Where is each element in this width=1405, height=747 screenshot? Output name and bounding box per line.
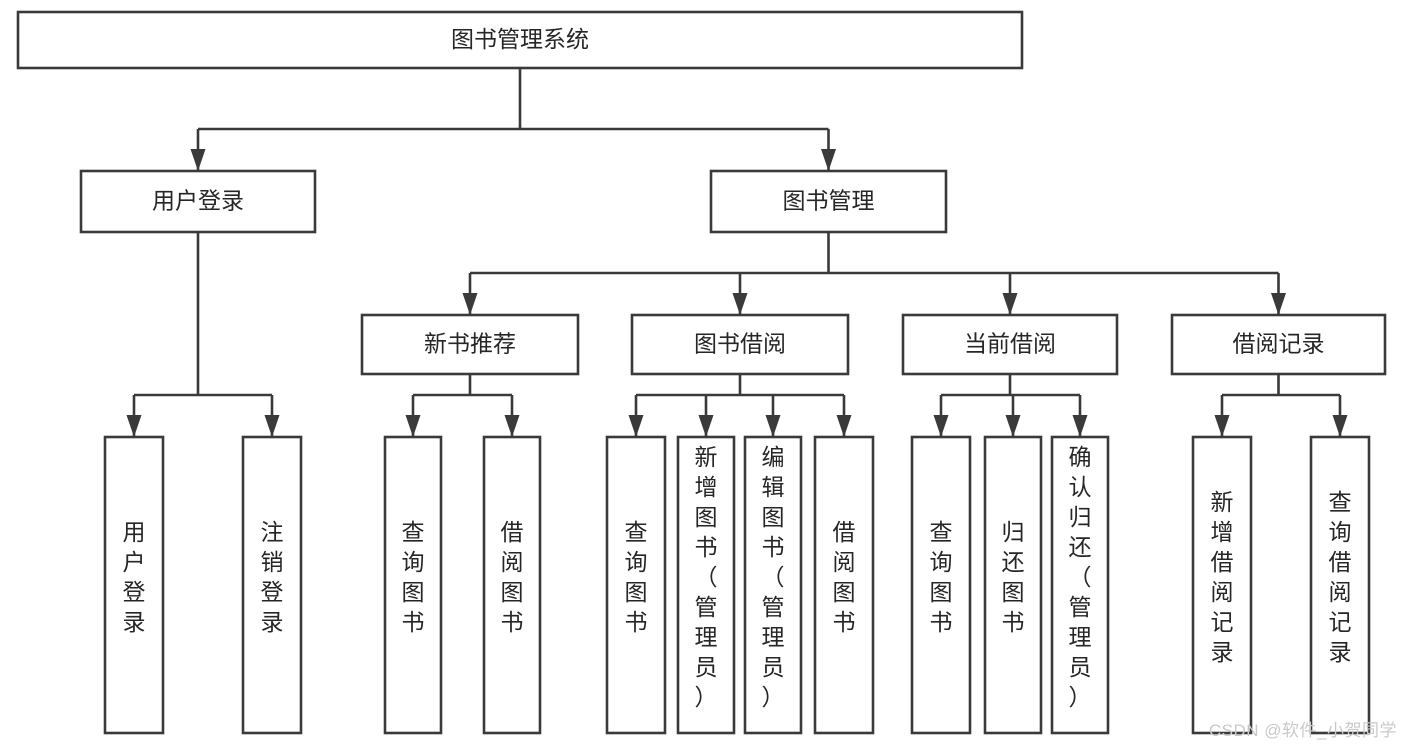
node-box	[79, 169, 317, 234]
node-label: 归还图书	[1002, 519, 1025, 635]
arrow-head-icon	[1214, 415, 1230, 437]
node-label: 图书借阅	[694, 331, 786, 357]
node-leaf-borrow-book-2[interactable]: 借阅图书	[813, 435, 875, 735]
node-user-login[interactable]: 用户登录	[79, 169, 317, 234]
arrow-head-icon	[765, 415, 781, 437]
arrow-head-icon	[1002, 293, 1018, 315]
arrow-head-icon	[264, 415, 280, 437]
node-label: 编辑图书（管理员）	[762, 444, 785, 710]
node-label: 查询图书	[930, 519, 953, 635]
arrow-head-icon	[821, 149, 836, 171]
node-box	[910, 435, 972, 735]
node-book-borrow[interactable]: 图书借阅	[630, 313, 850, 376]
node-box	[1309, 435, 1371, 735]
node-box	[1170, 313, 1387, 376]
node-label: 查询图书	[402, 519, 425, 635]
arrow-head-icon	[933, 415, 949, 437]
node-box	[743, 435, 803, 735]
node-label: 借阅图书	[501, 519, 524, 635]
node-label: 新增图书（管理员）	[695, 444, 718, 710]
node-label: 图书管理	[783, 188, 875, 214]
arrow-head-icon	[405, 415, 421, 437]
arrow-head-icon	[1072, 415, 1088, 437]
node-layer: 图书管理系统用户登录图书管理新书推荐图书借阅当前借阅借阅记录用户登录注销登录查询…	[16, 10, 1387, 735]
node-leaf-query-book-3[interactable]: 查询图书	[910, 435, 972, 735]
node-box	[241, 435, 303, 735]
arrow-head-icon	[628, 415, 644, 437]
node-leaf-query-borrow-record[interactable]: 查询借阅记录	[1309, 435, 1371, 735]
node-box	[813, 435, 875, 735]
node-leaf-borrow-book-1[interactable]: 借阅图书	[482, 435, 542, 735]
node-label: 用户登录	[152, 188, 244, 214]
node-label: 借阅图书	[833, 519, 856, 635]
node-borrow-record[interactable]: 借阅记录	[1170, 313, 1387, 376]
node-box	[676, 435, 736, 735]
node-label: 查询借阅记录	[1329, 489, 1352, 665]
node-box	[383, 435, 443, 735]
node-current-borrow[interactable]: 当前借阅	[901, 313, 1119, 376]
edge-layer	[126, 68, 1348, 437]
node-leaf-user-logout[interactable]: 注销登录	[241, 435, 303, 735]
node-leaf-add-book[interactable]: 新增图书（管理员）	[676, 435, 736, 735]
node-box	[482, 435, 542, 735]
node-leaf-add-borrow-record[interactable]: 新增借阅记录	[1191, 435, 1253, 735]
node-leaf-return-book[interactable]: 归还图书	[983, 435, 1043, 735]
node-box	[983, 435, 1043, 735]
node-box	[605, 435, 667, 735]
node-leaf-user-login[interactable]: 用户登录	[103, 435, 165, 735]
node-box	[630, 313, 850, 376]
arrow-head-icon	[504, 415, 520, 437]
arrow-head-icon	[698, 415, 714, 437]
node-label: 确认归还（管理员）	[1069, 444, 1092, 710]
node-label: 新增借阅记录	[1211, 489, 1234, 665]
node-box	[1050, 435, 1110, 735]
arrow-head-icon	[1332, 415, 1348, 437]
node-box	[103, 435, 165, 735]
node-leaf-query-book-1[interactable]: 查询图书	[383, 435, 443, 735]
node-box	[360, 313, 580, 376]
node-root[interactable]: 图书管理系统	[16, 10, 1024, 70]
node-label: 当前借阅	[964, 331, 1056, 357]
node-leaf-confirm-return[interactable]: 确认归还（管理员）	[1050, 435, 1110, 735]
node-box	[1191, 435, 1253, 735]
node-leaf-query-book-2[interactable]: 查询图书	[605, 435, 667, 735]
node-book-manage[interactable]: 图书管理	[709, 169, 948, 234]
arrow-head-icon	[732, 293, 748, 315]
arrow-head-icon	[190, 149, 206, 171]
arrow-head-icon	[1005, 415, 1021, 437]
node-label: 图书管理系统	[451, 26, 589, 52]
node-box	[901, 313, 1119, 376]
arrow-head-icon	[1271, 293, 1286, 315]
node-label: 用户登录	[123, 519, 146, 635]
node-label: 查询图书	[625, 519, 648, 635]
arrow-head-icon	[836, 415, 852, 437]
node-label: 借阅记录	[1233, 331, 1325, 357]
arrow-head-icon	[126, 415, 142, 437]
node-leaf-edit-book[interactable]: 编辑图书（管理员）	[743, 435, 803, 735]
node-new-book-recommend[interactable]: 新书推荐	[360, 313, 580, 376]
node-box	[16, 10, 1024, 70]
node-label: 注销登录	[261, 519, 284, 635]
node-box	[709, 169, 948, 234]
node-label: 新书推荐	[424, 331, 516, 357]
arrow-head-icon	[462, 293, 478, 315]
